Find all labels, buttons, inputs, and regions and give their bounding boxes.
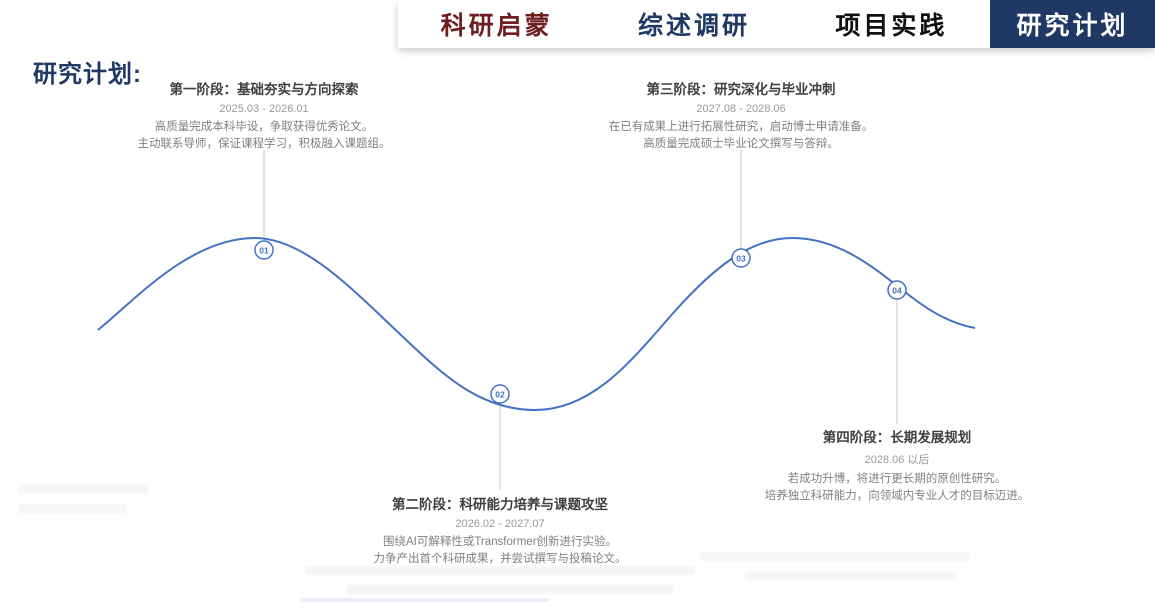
milestone-circle-02 [490, 384, 510, 404]
stage-4-title: 第四阶段：长期发展规划 [822, 430, 972, 445]
stage-3-desc-line1: 在已有成果上进行拓展性研究，启动博士申请准备。 [608, 121, 874, 133]
milestone-marker-03: 03 [731, 248, 751, 268]
stage-2-desc-line1: 围绕AI可解释性或Transformer创新进行实验。 [382, 536, 618, 548]
milestone-number-01: 01 [259, 246, 269, 256]
milestone-circle-04 [887, 280, 907, 300]
stage-4-desc-line2: 培养独立科研能力，向领域内专业人才的目标迈进。 [764, 489, 1030, 502]
stage-3-title: 第三阶段：研究深化与毕业冲刺 [646, 82, 836, 97]
stage-4-date: 2028.06 以后 [864, 454, 930, 466]
stage-1-desc-line2: 主动联系导师，保证课程学习，积极融入课题组。 [137, 137, 391, 150]
ghost-artifact-curve-remnant [300, 599, 550, 601]
ghost-artifact-bottom-left [18, 485, 163, 523]
tab-keyan-qimeng[interactable]: 科研启蒙 [440, 13, 553, 40]
milestone-number-04: 04 [892, 286, 902, 296]
stage-4-desc-line1: 若成功升博，将进行更长期的原创性研究。 [787, 473, 1007, 485]
stage-2-title: 第二阶段：科研能力培养与课题攻坚 [392, 497, 608, 512]
tab-yanjiu-jihua-active[interactable]: 研究计划 [989, 0, 1155, 48]
stage-block-4: 第四阶段：长期发展规划 2028.06 以后 若成功升博，将进行更长期的原创性研… [732, 426, 1062, 504]
slide-nav-bar: 科研启蒙 综述调研 项目实践 研究计划 [398, 0, 1155, 48]
ghost-artifact-bottom-right [700, 552, 1000, 590]
stage-3-date: 2027.08 - 2028.06 [696, 103, 786, 115]
tab-xiangmu-shijian[interactable]: 项目实践 [835, 13, 948, 40]
tab-zongshu-diaoyan[interactable]: 综述调研 [637, 13, 750, 40]
page-title: 研究计划: [33, 61, 142, 88]
stage-1-date: 2025.03 - 2026.01 [219, 103, 309, 115]
stage-3-desc-line2: 高质量完成硕士毕业论文撰写与答辩。 [643, 137, 839, 150]
stage-block-3: 第三阶段：研究深化与毕业冲刺 2027.08 - 2028.06 在已有成果上进… [568, 78, 914, 152]
milestone-circle-03 [731, 248, 751, 268]
stage-block-1: 第一阶段：基础夯实与方向探索 2025.03 - 2026.01 高质量完成本科… [103, 78, 425, 152]
stage-1-desc-line1: 高质量完成本科毕设，争取获得优秀论文。 [154, 121, 374, 133]
milestone-number-02: 02 [495, 390, 505, 400]
stage-2-date: 2026.02 - 2027.07 [455, 518, 545, 530]
stage-block-2: 第二阶段：科研能力培养与课题攻坚 2026.02 - 2027.07 围绕AI可… [327, 493, 673, 567]
milestone-circle-01 [254, 240, 274, 260]
timeline-curve [97, 236, 976, 412]
ghost-artifact-bottom-center [305, 566, 715, 604]
milestone-number-03: 03 [736, 254, 746, 264]
milestone-marker-04: 04 [887, 280, 907, 300]
milestone-marker-01: 01 [254, 240, 274, 260]
stage-2-desc-line2: 力争产出首个科研成果，并尝试撰写与投稿论文。 [373, 552, 627, 565]
stage-1-title: 第一阶段：基础夯实与方向探索 [169, 82, 359, 97]
milestone-marker-02: 02 [490, 384, 510, 404]
